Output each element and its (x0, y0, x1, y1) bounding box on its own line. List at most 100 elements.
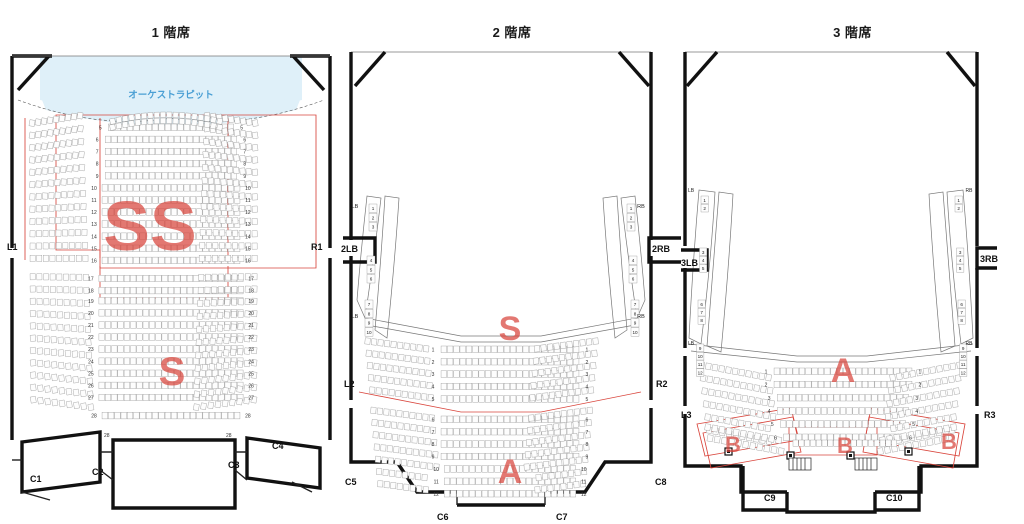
svg-text:12: 12 (698, 370, 704, 375)
door-2rb[interactable] (647, 236, 681, 264)
exit-label-c5[interactable]: C5 (345, 477, 357, 487)
floor2-diag-left (353, 50, 387, 88)
svg-text:6: 6 (96, 138, 99, 144)
box-label-rb-2f-2: RB (637, 204, 645, 210)
svg-text:6: 6 (909, 435, 912, 441)
svg-text:17: 17 (88, 277, 94, 283)
b-zone-left-outline-2 (702, 416, 802, 469)
side-label-l3: L3 (681, 410, 692, 420)
svg-text:8: 8 (700, 318, 703, 323)
svg-text:16: 16 (245, 259, 251, 265)
svg-text:6: 6 (432, 417, 435, 423)
stair-center-right (854, 457, 878, 471)
svg-text:11: 11 (91, 198, 96, 204)
svg-text:14: 14 (91, 234, 97, 240)
svg-text:4: 4 (702, 258, 705, 263)
svg-text:13: 13 (245, 222, 251, 228)
side-label-r2: R2 (656, 379, 668, 389)
exit-room-c2-main[interactable] (111, 438, 237, 510)
side-label-l2: L2 (344, 379, 355, 389)
floor2-s-a-divider (358, 391, 642, 413)
svg-text:3: 3 (372, 225, 375, 230)
wall-diag-right (291, 54, 326, 92)
svg-text:5: 5 (586, 397, 589, 403)
grade-label-a-2f: A (498, 453, 523, 491)
grade-label-b-left-3f: B (725, 432, 741, 457)
row-number-28-right: 28 (226, 433, 232, 439)
svg-text:6: 6 (960, 302, 963, 307)
floor3-exit-rooms[interactable] (741, 466, 921, 512)
exit-label-c8[interactable]: C8 (655, 477, 667, 487)
svg-text:9: 9 (586, 455, 589, 461)
exit-label-c4[interactable]: C4 (272, 441, 284, 451)
svg-text:10: 10 (698, 354, 704, 359)
svg-text:8: 8 (432, 442, 435, 448)
svg-text:23: 23 (88, 347, 94, 353)
side-label-2lb: 2LB (341, 244, 359, 254)
grade-label-s-1f: S (159, 350, 186, 394)
row-number-28-left: 28 (104, 433, 110, 439)
door-2lb[interactable] (343, 236, 377, 264)
exit-label-c7[interactable]: C7 (556, 512, 568, 522)
corridor-links-2 (99, 469, 248, 481)
svg-text:3: 3 (702, 250, 705, 255)
svg-text:7: 7 (586, 430, 589, 436)
svg-text:8: 8 (96, 162, 99, 168)
svg-text:6: 6 (632, 277, 635, 282)
box-label-rb-3f-2: RB (966, 188, 974, 194)
svg-text:25: 25 (88, 371, 94, 377)
exit-label-c10[interactable]: C10 (886, 493, 903, 503)
side-label-3rb: 3RB (980, 254, 999, 264)
box-label-rb-3f-3: RB (966, 341, 974, 347)
floor3-seat-grid[interactable] (698, 361, 963, 456)
exit-label-c9[interactable]: C9 (764, 493, 776, 503)
svg-text:8: 8 (586, 442, 589, 448)
svg-text:3: 3 (586, 372, 589, 378)
exit-room-c1[interactable] (20, 430, 102, 494)
svg-text:6: 6 (243, 138, 246, 144)
exit-label-c1[interactable]: C1 (30, 474, 42, 484)
svg-text:2: 2 (703, 206, 706, 211)
svg-text:8: 8 (634, 311, 637, 316)
svg-text:22: 22 (88, 335, 94, 341)
svg-text:19: 19 (88, 299, 94, 305)
side-label-r3: R3 (984, 410, 996, 420)
svg-text:2: 2 (630, 215, 633, 220)
door-3rb[interactable] (975, 246, 997, 270)
floor2-seat-grid[interactable] (364, 337, 599, 498)
floor-plan-3f[interactable]: 3 階席 (681, 0, 1024, 524)
svg-text:7: 7 (700, 310, 703, 315)
exit-label-c3[interactable]: C3 (228, 460, 240, 470)
svg-text:1: 1 (586, 347, 589, 353)
exit-label-c2[interactable]: C2 (92, 467, 104, 477)
svg-text:9: 9 (432, 455, 435, 461)
exit-label-c6[interactable]: C6 (437, 512, 449, 522)
svg-text:1: 1 (372, 206, 375, 211)
svg-text:1: 1 (957, 198, 960, 203)
floor1-seat-grid[interactable] (28, 111, 259, 420)
svg-text:20: 20 (88, 311, 94, 317)
svg-text:16: 16 (91, 259, 97, 265)
svg-text:2: 2 (372, 215, 375, 220)
side-label-r1: R1 (311, 242, 323, 252)
floor-title-3f: 3 階席 (833, 25, 872, 40)
svg-text:10: 10 (632, 330, 638, 335)
svg-text:3: 3 (768, 396, 771, 402)
box-right-rail-3f (928, 191, 956, 353)
svg-text:2: 2 (919, 383, 922, 389)
svg-text:2: 2 (765, 383, 768, 389)
svg-text:7: 7 (96, 150, 99, 156)
floor3-bank-top2 (690, 350, 972, 363)
floor3-wall-bottom-center (785, 492, 877, 514)
exit-room-c4[interactable] (245, 436, 322, 490)
svg-text:25: 25 (248, 371, 254, 377)
svg-text:11: 11 (698, 362, 703, 367)
